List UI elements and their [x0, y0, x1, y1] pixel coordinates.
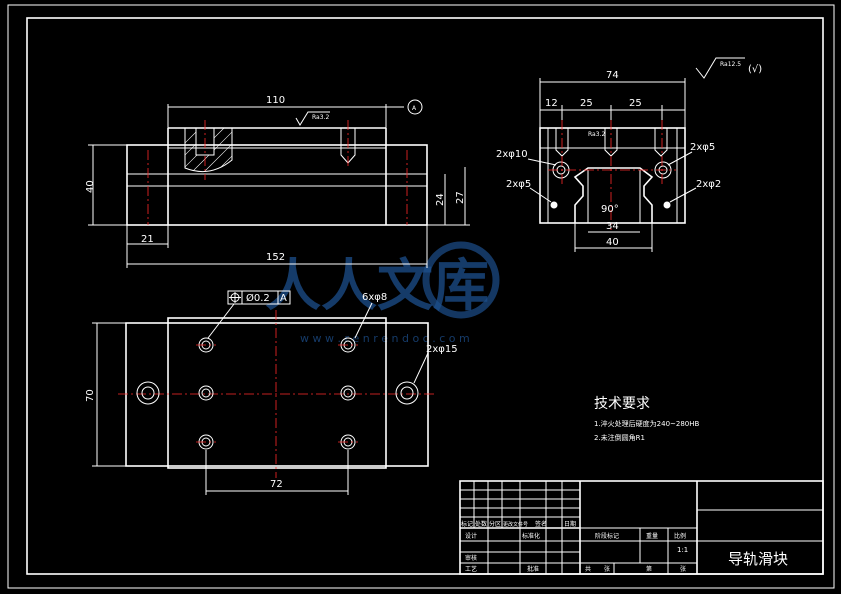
tech-line-2: 2.未注倒圆角R1 [594, 433, 645, 442]
dim-front-152: 152 [266, 252, 285, 263]
front-view: 110 A Ra3.2 40 21 152 24 27 [85, 95, 470, 268]
tb-standardize: 标准化 [522, 532, 540, 540]
tb-mark: 标记 [461, 520, 473, 528]
dim-side-12: 12 [545, 98, 558, 109]
roughness-front: Ra3.2 [312, 114, 329, 121]
holes-top-8: 6xφ8 [362, 292, 387, 303]
hole-side-5-right: 2xφ5 [690, 142, 715, 153]
watermark-text: 人人文库 [265, 254, 489, 319]
tb-change-doc: 更改文件号 [503, 521, 528, 528]
tb-process: 工艺 [465, 565, 477, 573]
dim-side-25a: 25 [580, 98, 593, 109]
inner-border [26, 17, 824, 575]
tb-review: 审核 [465, 554, 477, 562]
tb-sheet-no: 第 [646, 565, 652, 573]
roughness-general: Ra12.5 [720, 61, 741, 68]
dim-front-27: 27 [455, 191, 466, 204]
tech-line-1: 1.淬火处理后硬度为240~280HB [594, 419, 700, 428]
tb-date: 日期 [564, 520, 576, 528]
tech-requirements: 技术要求 1.淬火处理后硬度为240~280HB 2.未注倒圆角R1 [594, 396, 700, 442]
dim-front-21: 21 [141, 234, 154, 245]
dim-front-110: 110 [266, 95, 285, 106]
dim-side-74: 74 [606, 70, 619, 81]
tb-signature: 签名 [535, 520, 547, 528]
hole-side-2: 2xφ2 [696, 179, 721, 190]
dim-side-34: 34 [606, 221, 619, 232]
tb-scale-label: 比例 [674, 532, 686, 540]
tb-approve: 批准 [527, 565, 539, 573]
datum-a-circle [407, 99, 423, 115]
tb-scale: 1:1 [677, 546, 688, 554]
dim-side-40: 40 [606, 237, 619, 248]
watermark-ring [422, 241, 500, 319]
dim-top-72: 72 [270, 479, 283, 490]
tb-sheet-unit: 张 [680, 565, 686, 573]
general-roughness: Ra12.5 (√) [695, 57, 762, 79]
roughness-side: Ra3.2 [588, 131, 605, 138]
dim-top-70: 70 [85, 389, 96, 402]
hole-side-10: 2xφ10 [496, 149, 528, 160]
part-name: 导轨滑块 [728, 550, 788, 568]
dim-side-25b: 25 [629, 98, 642, 109]
tb-zone: 分区 [489, 520, 501, 528]
tb-count: 处数 [475, 520, 487, 528]
dim-front-40: 40 [85, 180, 96, 193]
tb-design: 设计 [465, 532, 477, 540]
datum-a-label: A [412, 105, 417, 112]
tb-weight: 重量 [646, 532, 658, 540]
side-view: 74 12 25 25 Ra3.2 2xφ10 2xφ5 2xφ5 2xφ2 9… [496, 70, 721, 252]
tb-sheets: 张 [604, 565, 610, 573]
tolerance-datum: A [280, 293, 287, 304]
holes-top-15: 2xφ15 [426, 344, 458, 355]
dim-front-24: 24 [435, 193, 446, 206]
tb-stage-mark: 阶段标记 [595, 532, 619, 540]
top-view: Ø0.2 A 6xφ8 2xφ15 70 72 [85, 290, 458, 495]
outer-border [7, 4, 835, 589]
tb-total: 共 [585, 565, 591, 573]
tolerance-value: Ø0.2 [246, 292, 270, 304]
angle-side-90: 90° [601, 204, 619, 215]
hole-side-5-left: 2xφ5 [506, 179, 531, 190]
title-block: 标记 处数 分区 更改文件号 签名 日期 设计 标准化 审核 工艺 批准 阶段标… [459, 480, 824, 575]
tech-title: 技术要求 [594, 396, 650, 412]
roughness-bracket: (√) [748, 64, 762, 75]
